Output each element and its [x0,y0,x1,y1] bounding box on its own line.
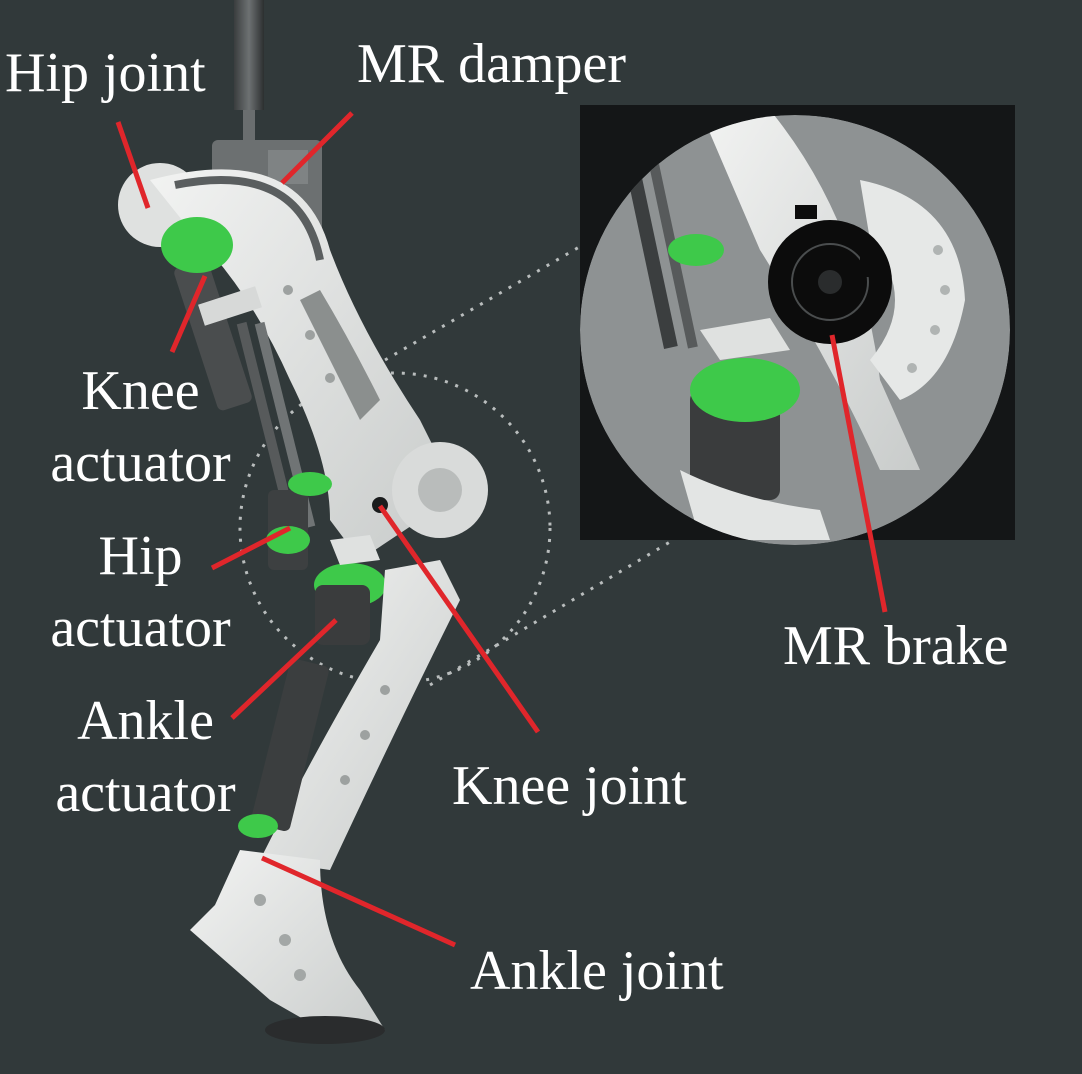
leader-ankle-actuator [230,618,338,720]
label-hip-joint: Hip joint [5,42,206,104]
label-hip-actuator-line2: actuator [50,597,231,659]
label-ankle-actuator-line1: Ankle [77,690,214,752]
leader-ankle-joint [260,855,457,948]
shank-frame [260,560,460,870]
label-mr-brake: MR brake [783,615,1009,677]
leader-knee-actuator [169,275,208,353]
label-ankle-joint: Ankle joint [470,940,724,1002]
leader-knee-joint [377,504,541,734]
hip-green-collar [161,217,233,273]
label-ankle-actuator: Ankle actuator [43,690,248,824]
label-knee-actuator: Knee actuator [38,360,243,494]
label-hip-actuator-line1: Hip [98,525,183,587]
leader-hip-actuator [210,525,292,571]
leader-lines [115,111,888,948]
label-knee-actuator-line2: actuator [50,432,231,494]
leader-mr-brake [829,334,888,613]
label-hip-actuator: Hip actuator [38,525,243,659]
leader-mr-damper [280,111,354,185]
inset-zoom-view [580,115,1010,545]
damper-rod [234,0,264,110]
label-knee-actuator-line1: Knee [81,360,200,422]
label-knee-joint: Knee joint [452,755,687,817]
thigh-frame [150,169,440,561]
label-ankle-actuator-line2: actuator [55,762,236,824]
label-mr-damper: MR damper [357,33,627,95]
leader-hip-joint [115,121,151,209]
